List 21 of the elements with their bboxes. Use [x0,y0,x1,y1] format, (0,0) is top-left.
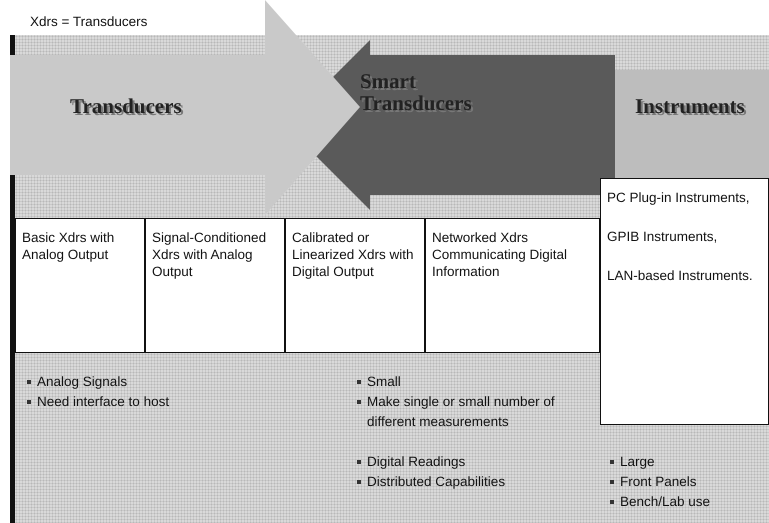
stage-box [600,178,769,425]
bullet-item: Distributed Capabilities [355,472,506,492]
arrow-title: Instruments [635,95,746,117]
stage-box: Networked Xdrs Communicating Digital Information [425,218,600,353]
bullet-item: Digital Readings [355,452,466,472]
stage-box: Signal-Conditioned Xdrs with Analog Output [145,218,285,353]
bullet-item: Analog Signals [25,372,128,392]
bullet-item: Small [355,372,401,392]
stage-box: Calibrated or Linearized Xdrs with Digital Output [285,218,425,353]
bullet-item: Make single or small number of different measurements [355,392,592,432]
bullet-item: Need interface to host [25,392,170,412]
bullet-item: Front Panels [608,472,697,492]
arrow-title: Transducers [70,95,183,117]
note-text: Xdrs = Transducers [30,13,148,31]
arrow-title: Smart Transducers [360,70,473,114]
box-text: LAN-based Instruments. [607,267,754,284]
box-text: GPIB Instruments, [607,228,718,245]
bullet-item: Bench/Lab use [608,492,710,512]
stage-box: Basic Xdrs with Analog Output [15,218,145,353]
box-text: PC Plug-in Instruments, [607,189,751,206]
bullet-item: Large [608,452,655,472]
